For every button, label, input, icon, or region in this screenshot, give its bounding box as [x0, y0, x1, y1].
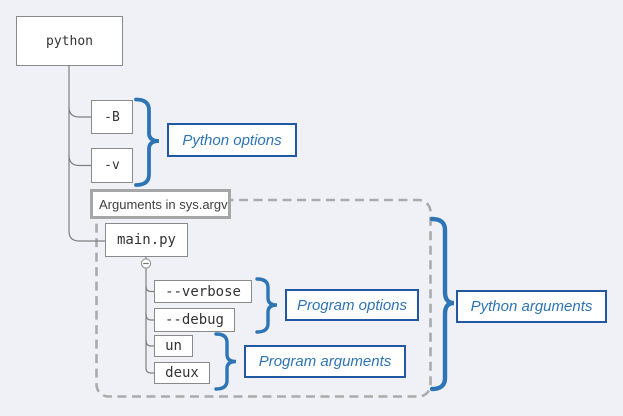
- node-deux: deux: [154, 362, 210, 384]
- sys-argv-container-label: Arguments in sys.argv: [90, 189, 231, 219]
- node-debug: --debug: [154, 308, 235, 332]
- tree-connector-deux: [145, 257, 154, 374]
- python-arguments-label: Python arguments: [456, 290, 607, 323]
- node-main-py: main.py: [105, 223, 188, 257]
- program-options-label: Program options: [285, 289, 419, 321]
- python-arguments-brace: [429, 216, 455, 392]
- node-python: python: [16, 16, 123, 66]
- program-arguments-brace: [214, 332, 237, 391]
- python-options-brace: [134, 97, 160, 187]
- tree-connector-debug: [145, 313, 154, 321]
- program-arguments-label: Program arguments: [244, 345, 406, 378]
- tree-connector-un: [145, 339, 154, 347]
- program-options-brace: [255, 277, 278, 334]
- tree-connector-opt-v: [68, 154, 91, 167]
- sys-argv-dashed-container: [95, 198, 432, 398]
- tree-connector-verbose: [145, 285, 154, 293]
- node-verbose: --verbose: [154, 280, 252, 303]
- tree-connector-opt-b: [68, 106, 91, 118]
- tree-connector-main-py: [68, 66, 105, 242]
- node-option-b: -B: [91, 100, 133, 134]
- python-options-label: Python options: [167, 123, 297, 157]
- minus-circle-icon[interactable]: [140, 258, 152, 269]
- node-option-v: -v: [91, 148, 133, 183]
- node-un: un: [154, 335, 193, 357]
